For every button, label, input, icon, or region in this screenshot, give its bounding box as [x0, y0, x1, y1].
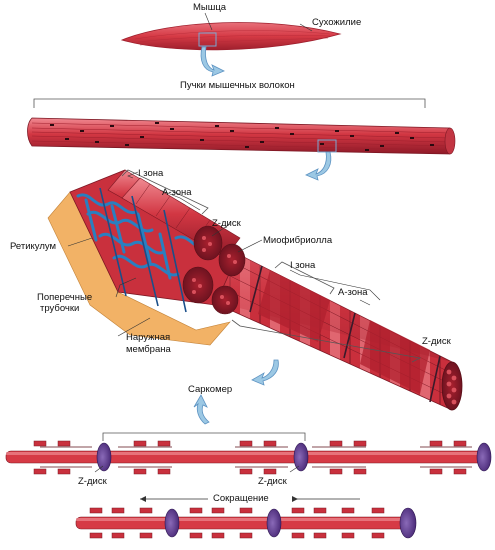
zoom-arrow-icon [193, 394, 210, 425]
label-z-disk-2: Z-диск [422, 336, 451, 347]
z-disk [399, 507, 417, 539]
label-i-zone-2: I зона [290, 260, 316, 271]
label-outer-membrane-line2: мембрана [126, 344, 171, 355]
z-disk [164, 508, 180, 538]
label-myofibril: Миофибриолла [263, 235, 333, 246]
zoom-arrow-icon [305, 151, 332, 181]
sarcomere-source-bracket [231, 319, 422, 363]
label-i-zone-1: I зона [138, 168, 164, 179]
label-tendon: Сухожилие [312, 17, 362, 28]
leader-line [94, 465, 104, 473]
leader-line [299, 23, 313, 32]
label-leaders [67, 171, 381, 337]
muscle-fiber-3d [47, 169, 463, 411]
leader-line [204, 12, 213, 31]
label-reticulum: Ретикулум [10, 241, 57, 252]
leader-line [289, 465, 300, 473]
label-z-disk-4: Z-диск [258, 476, 287, 487]
contracted-myofibril [75, 507, 417, 539]
label-sarcomere: Саркомер [188, 384, 233, 395]
a-zone-bracket [274, 261, 335, 295]
label-muscle: Мышца [193, 2, 227, 13]
label-a-zone-1: А-зона [162, 187, 192, 198]
zoom-arrow-icon [251, 359, 279, 386]
label-outer-membrane-line1: Наружная [126, 332, 171, 343]
label-a-zone-2: А-зона [338, 287, 368, 298]
sarcomere-bracket [102, 432, 306, 441]
label-z-disk-3: Z-диск [78, 476, 107, 487]
z-disk [476, 442, 492, 472]
bundle-bracket [33, 98, 426, 108]
label-z-disk-1: Z-диск [212, 218, 241, 229]
label-contraction: Сокращение [213, 493, 269, 504]
z-disk [96, 442, 112, 472]
relaxed-myofibril [5, 440, 492, 475]
label-fiber-bundles: Пучки мышечных волокон [180, 80, 295, 91]
z-disk [293, 442, 309, 472]
fiber-bundle [27, 117, 456, 155]
label-transverse-tubules-line1: Поперечные [37, 292, 93, 303]
label-transverse-tubules-line2: трубочки [40, 303, 80, 314]
i-zone-bracket [121, 169, 209, 215]
zoom-arrow-icon [200, 46, 225, 77]
muscle-zoom-box [198, 32, 217, 47]
z-disk [266, 508, 282, 538]
muscle-striations [134, 30, 331, 46]
